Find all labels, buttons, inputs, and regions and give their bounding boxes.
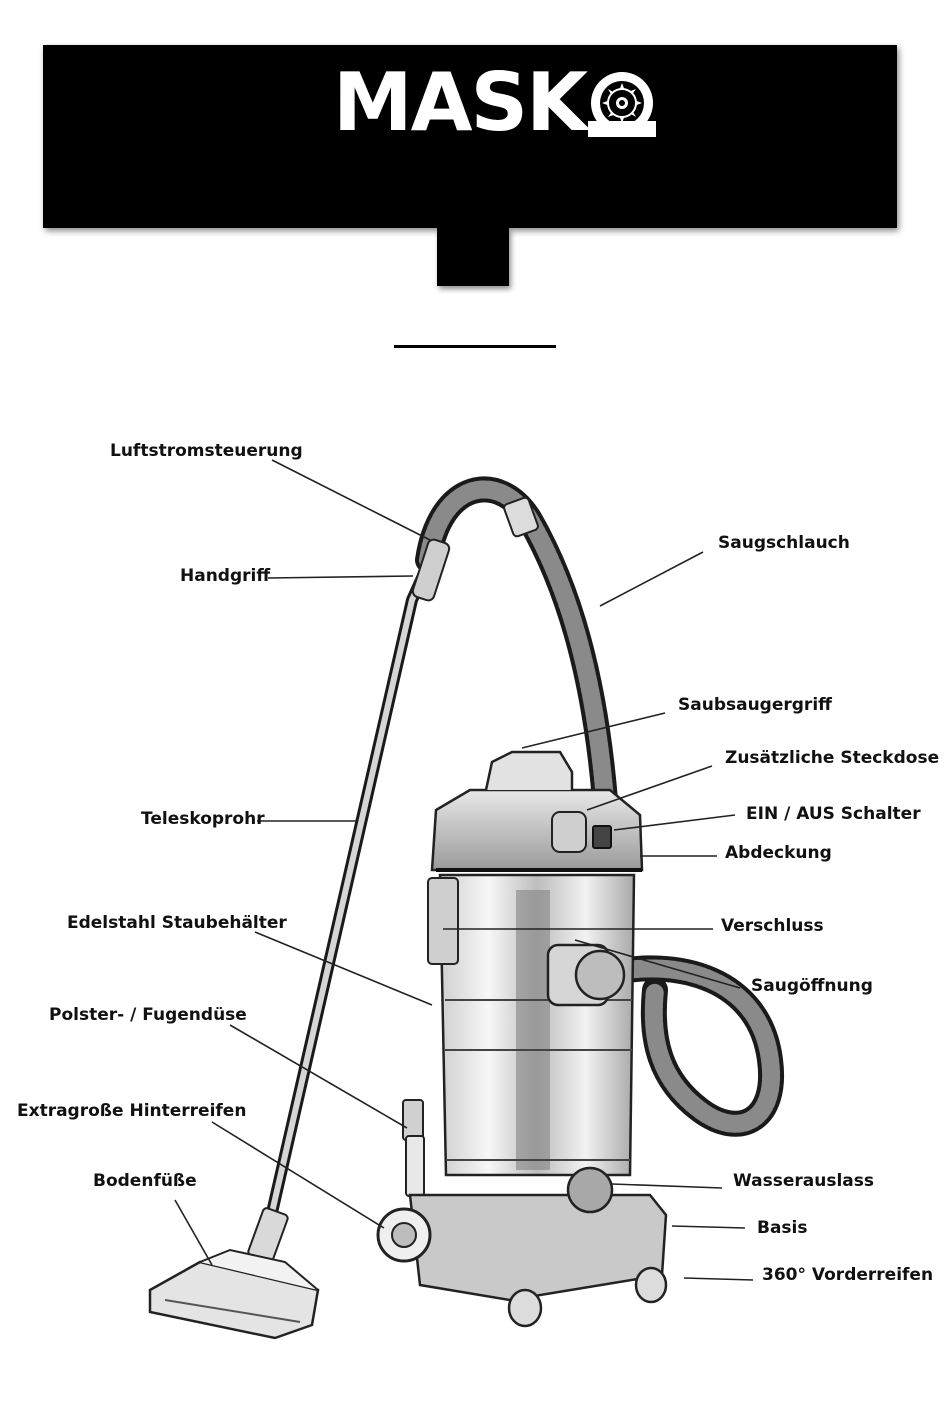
label-crevice-tool: Polster- / Fugendüse: [49, 1007, 247, 1024]
label-hose: Saugschlauch: [718, 535, 850, 552]
floor-nozzle: [150, 1207, 318, 1338]
label-handle: Handgriff: [180, 568, 270, 585]
label-base: Basis: [757, 1220, 808, 1237]
label-rear-wheels: Extragroße Hinterreifen: [17, 1103, 246, 1120]
label-extra-socket: Zusätzliche Steckdose: [725, 750, 939, 767]
suction-inlet: [548, 945, 624, 1005]
steel-tank: [428, 875, 634, 1175]
label-tank: Edelstahl Staubehälter: [67, 915, 287, 932]
label-telescope: Teleskoprohr: [141, 811, 265, 828]
label-floor-nozzle: Bodenfüße: [93, 1173, 197, 1190]
label-cover: Abdeckung: [725, 845, 832, 862]
label-front-wheels: 360° Vorderreifen: [762, 1267, 933, 1284]
label-latch: Verschluss: [721, 918, 824, 935]
crevice-tool: [403, 1100, 424, 1196]
label-air-control: Luftstromsteuerung: [110, 443, 303, 460]
label-inlet: Saugöffnung: [751, 978, 873, 995]
label-carry-handle: Saubsaugergriff: [678, 697, 832, 714]
label-switch: EIN / AUS Schalter: [746, 806, 921, 823]
label-drain: Wasserauslass: [733, 1173, 874, 1190]
